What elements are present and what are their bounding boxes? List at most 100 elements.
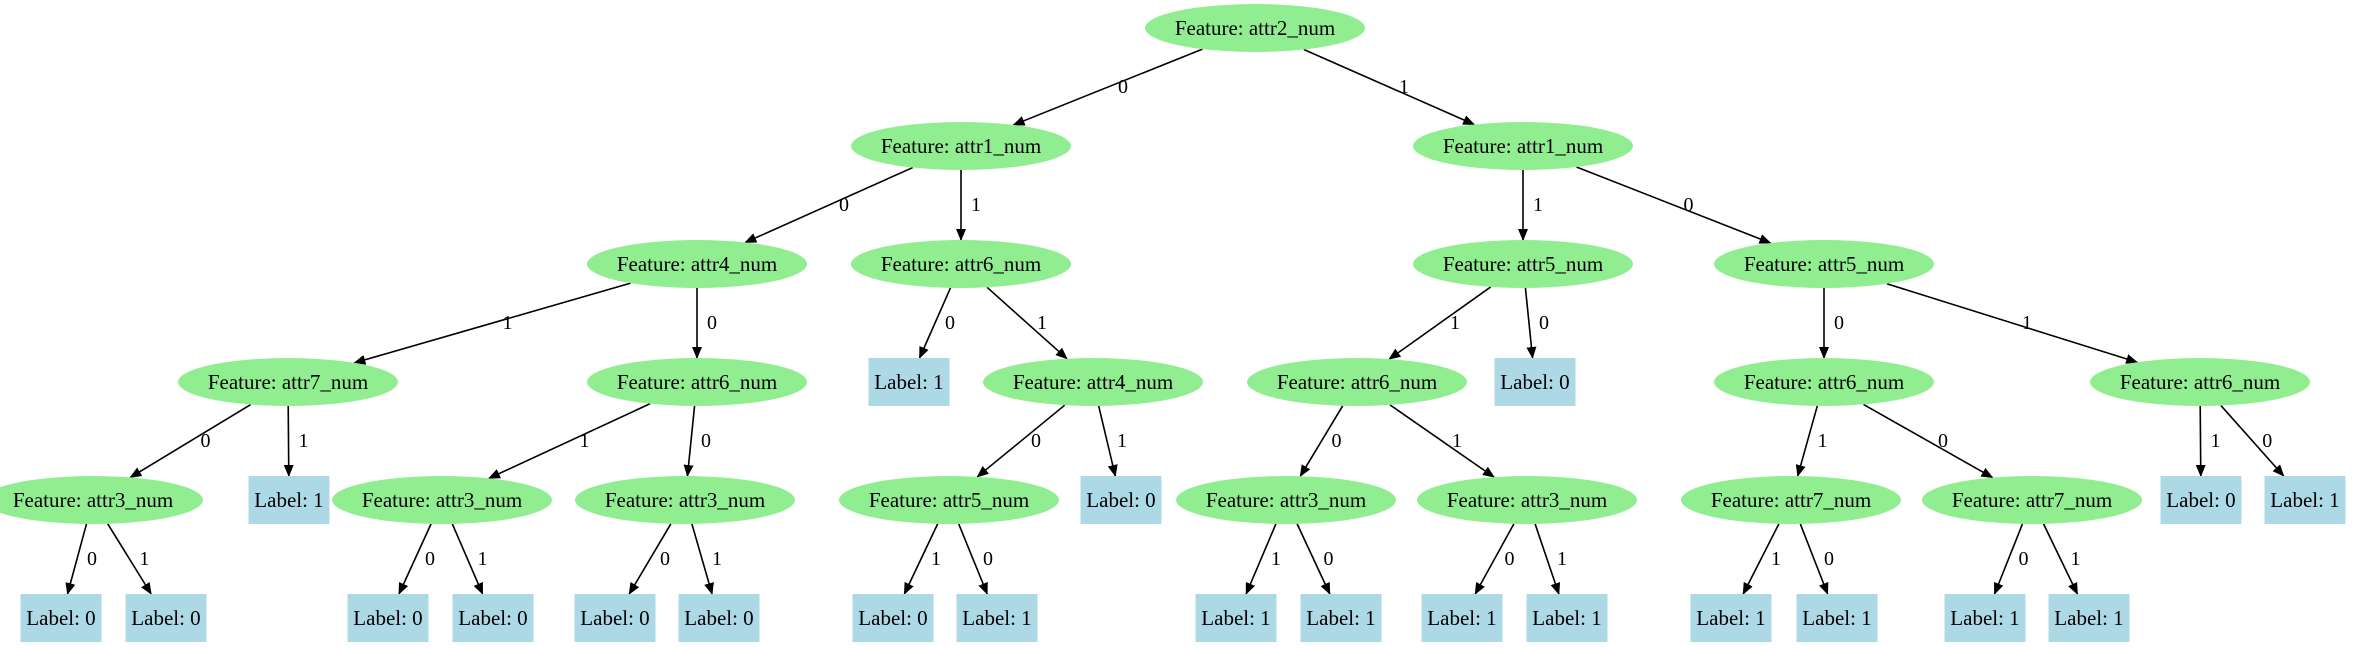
- label-node-shape: [1494, 358, 1576, 406]
- edge-line: [1299, 405, 1344, 478]
- feature-node-shape: [851, 122, 1071, 170]
- edge-label: 0: [1684, 194, 1694, 216]
- label-node-shape: [1300, 594, 1382, 642]
- edge-label: 0: [983, 548, 993, 570]
- label-node: Label: 1: [2048, 594, 2130, 642]
- label-node-shape: [1195, 594, 1277, 642]
- feature-node-shape: [0, 476, 203, 524]
- edge-label: 1: [1818, 430, 1828, 452]
- edge-label: 1: [139, 548, 149, 570]
- label-node-text: Label: 1: [1802, 606, 1871, 630]
- edge-label: 1: [1557, 548, 1567, 570]
- label-node-text: Label: 1: [1306, 606, 1375, 630]
- edge-label: 1: [1037, 312, 1047, 334]
- feature-node: Feature: attr5_num: [1413, 240, 1633, 288]
- edge-label: 1: [503, 312, 513, 334]
- edge-line: [957, 523, 988, 595]
- label-node-shape: [1690, 594, 1772, 642]
- edge-label: 1: [1452, 430, 1462, 452]
- edge-line: [1799, 523, 1829, 595]
- edge-label: 0: [945, 312, 955, 334]
- feature-node-shape: [1681, 476, 1901, 524]
- label-node-text: Label: 1: [962, 606, 1031, 630]
- label-node: Label: 0: [2160, 476, 2242, 524]
- feature-node-shape: [332, 476, 552, 524]
- feature-node: Feature: attr3_num: [1176, 476, 1396, 524]
- feature-node-shape: [1714, 358, 1934, 406]
- feature-node-shape: [587, 240, 807, 288]
- label-node-shape: [678, 594, 760, 642]
- edge-label: 0: [1332, 430, 1342, 452]
- feature-node-shape: [1413, 122, 1633, 170]
- edge-label: 1: [580, 430, 590, 452]
- edge-line: [398, 523, 432, 595]
- feature-node: Feature: attr3_num: [332, 476, 552, 524]
- label-node-shape: [2264, 476, 2346, 524]
- label-node-shape: [20, 594, 102, 642]
- label-node-text: Label: 1: [1696, 606, 1765, 630]
- label-node: Label: 1: [1195, 594, 1277, 642]
- edge-label: 0: [1539, 312, 1549, 334]
- feature-node: Feature: attr4_num: [983, 358, 1203, 406]
- edge-label: 0: [660, 548, 670, 570]
- edge-label: 0: [707, 312, 717, 334]
- feature-node-shape: [575, 476, 795, 524]
- label-node: Label: 0: [678, 594, 760, 642]
- feature-node: Feature: attr3_num: [1417, 476, 1637, 524]
- feature-node-text: Feature: attr7_num: [1711, 488, 1871, 512]
- edge-label: 1: [2211, 430, 2221, 452]
- edge-line: [1576, 166, 1772, 244]
- feature-node-text: Feature: attr6_num: [881, 252, 1041, 276]
- edge-line: [1524, 287, 1537, 359]
- label-node: Label: 1: [1690, 594, 1772, 642]
- label-node: Label: 1: [1526, 594, 1608, 642]
- label-node-shape: [347, 594, 429, 642]
- label-node-text: Label: 1: [254, 488, 323, 512]
- feature-node-text: Feature: attr6_num: [617, 370, 777, 394]
- feature-node-shape: [587, 358, 807, 406]
- edge-label: 1: [1271, 548, 1281, 570]
- feature-node: Feature: attr2_num: [1145, 4, 1365, 52]
- feature-node-text: Feature: attr3_num: [13, 488, 173, 512]
- feature-node: Feature: attr6_num: [587, 358, 807, 406]
- edge-label: 0: [2262, 430, 2272, 452]
- edge-line: [683, 405, 696, 478]
- edge-label: 0: [1938, 430, 1948, 452]
- feature-node-shape: [178, 358, 398, 406]
- edge-line: [129, 403, 252, 479]
- edge-line: [451, 523, 484, 595]
- edge-line: [691, 523, 714, 595]
- label-node-text: Label: 0: [1086, 488, 1155, 512]
- label-node-text: Label: 1: [2270, 488, 2339, 512]
- feature-node: Feature: attr6_num: [851, 240, 1071, 288]
- label-node-shape: [1421, 594, 1503, 642]
- feature-node-text: Feature: attr6_num: [1744, 370, 1904, 394]
- feature-node: Feature: attr5_num: [1714, 240, 1934, 288]
- edge-line: [107, 523, 152, 595]
- label-node-shape: [868, 358, 950, 406]
- edge-line: [903, 523, 939, 595]
- label-node-text: Label: 0: [858, 606, 927, 630]
- label-node: Label: 1: [956, 594, 1038, 642]
- feature-node-text: Feature: attr6_num: [1277, 370, 1437, 394]
- label-node: Label: 0: [852, 594, 934, 642]
- edge-label: 1: [971, 194, 981, 216]
- feature-node: Feature: attr6_num: [1714, 358, 1934, 406]
- label-node: Label: 0: [574, 594, 656, 642]
- feature-node-text: Feature: attr7_num: [1952, 488, 2112, 512]
- feature-node-shape: [1176, 476, 1396, 524]
- label-node-shape: [248, 476, 330, 524]
- edge-line: [1245, 523, 1277, 595]
- edge-label: 0: [1834, 312, 1844, 334]
- edge-label: 0: [1505, 548, 1515, 570]
- edge-label: 1: [712, 548, 722, 570]
- feature-node-shape: [1417, 476, 1637, 524]
- label-node-text: Label: 0: [458, 606, 527, 630]
- edge-label: 1: [2070, 548, 2080, 570]
- label-node: Label: 1: [868, 358, 950, 406]
- feature-node-text: Feature: attr3_num: [1447, 488, 1607, 512]
- edge-label: 0: [201, 430, 211, 452]
- feature-node-shape: [1922, 476, 2142, 524]
- edge-line: [1097, 405, 1118, 477]
